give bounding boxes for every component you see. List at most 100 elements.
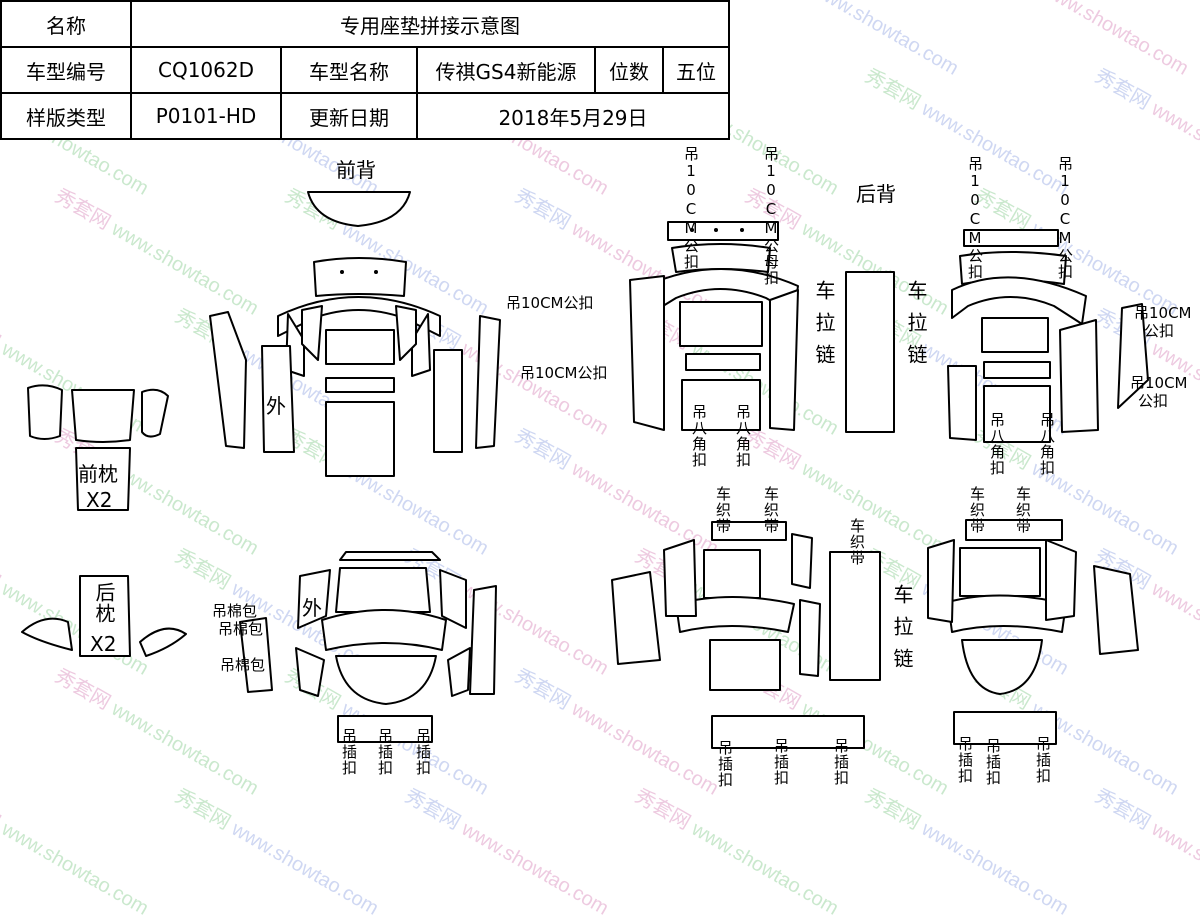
label-hang-insert-rear-4: 吊插扣 (956, 736, 974, 784)
label-front-pillow: 前枕 (78, 462, 118, 486)
label-hang-octagon-1: 吊八角扣 (690, 404, 708, 468)
label-rear-pillow: 后枕 (92, 582, 116, 624)
label-hang-10cm-side-1b: 公扣 (1144, 322, 1174, 340)
watermark-text: 秀套网 www.showtao.com (861, 780, 1076, 921)
rear-seat-middle-strap-panel (830, 552, 880, 680)
update-label: 更新日期 (281, 93, 417, 139)
front-seat-outer-right (470, 586, 496, 694)
front-back-outer-right-panel (434, 350, 462, 452)
watermark-text: 秀套网 www.showtao.com (1091, 780, 1200, 921)
watermark-text: 秀套网 www.showtao.com (0, 780, 155, 921)
rear-seat-middle-center (704, 550, 760, 598)
front-pillow-left-piece (28, 385, 62, 439)
label-hang-insert-rear-1: 吊插扣 (716, 740, 734, 788)
rear-back-middle-center (680, 302, 762, 346)
model-name-label: 车型名称 (281, 47, 417, 93)
front-pillow-center-piece (72, 390, 134, 442)
model-name-value: 传祺GS4新能源 (417, 47, 595, 93)
model-no-value: CQ1062D (131, 47, 281, 93)
name-label: 名称 (1, 1, 131, 47)
label-front-pillow-count: X2 (86, 488, 112, 512)
label-car-pull-chain-1: 车拉链 (812, 280, 836, 376)
label-car-strap-5: 车织带 (1014, 486, 1032, 534)
label-hang-octagon-4: 吊八角扣 (1038, 412, 1056, 476)
update-date-value: 2018年5月29日 (417, 93, 729, 139)
label-hang-10cm-rear-b: 吊10CM公扣 (966, 156, 984, 280)
label-hang-insert-rear-6: 吊插扣 (1034, 736, 1052, 784)
pattern-type-value: P0101-HD (131, 93, 281, 139)
rear-back-right-center (982, 318, 1048, 352)
label-hang-10cm-side-2b: 公扣 (1138, 392, 1168, 410)
label-hang-10cm-rear-c: 吊10CM公扣 (1056, 156, 1074, 280)
front-back-outer-left-long (210, 312, 246, 448)
label-car-pull-chain-2: 车拉链 (904, 280, 928, 376)
rear-back-middle-left (630, 276, 664, 430)
front-seat-center-piece (336, 568, 430, 612)
rear-seat-right-left (928, 540, 954, 622)
front-seat-bottom-piece (336, 656, 436, 704)
rear-pillow-left-piece (22, 619, 72, 650)
front-back-headrest-piece (314, 258, 406, 296)
label-hang-10cm-side-2a: 吊10CM (1130, 374, 1188, 392)
label-hang-cotton-bag-2: 吊棉包 (218, 620, 263, 638)
front-seat-left-lower (296, 648, 324, 696)
front-back-top-piece (308, 192, 410, 226)
info-table: 名称 专用座垫拼接示意图 车型编号 CQ1062D 车型名称 传祺GS4新能源 … (0, 0, 730, 140)
rear-back-right-left (948, 366, 976, 440)
label-hang-10cm-front-1: 吊10CM公扣 (506, 294, 594, 312)
pattern-type-label: 样版类型 (1, 93, 131, 139)
rear-seat-right-center (960, 548, 1040, 596)
front-back-center-mid (326, 378, 394, 392)
front-seat-ring-piece (322, 610, 446, 650)
front-seat-right-lower (448, 648, 470, 696)
label-hang-insert-front-1: 吊插扣 (340, 728, 358, 776)
label-hang-octagon-3: 吊八角扣 (988, 412, 1006, 476)
label-car-strap-3: 车织带 (848, 518, 866, 566)
watermark-text: 秀套网 www.showtao.com (401, 780, 616, 921)
rear-back-middle-band (686, 354, 760, 370)
label-front-back: 前背 (336, 158, 376, 182)
label-hang-insert-rear-3: 吊插扣 (832, 738, 850, 786)
label-hang-10cm-front-2: 吊10CM公扣 (520, 364, 608, 382)
rear-back-right-band (984, 362, 1050, 378)
rear-seat-right-outer (1094, 566, 1138, 654)
label-hang-insert-rear-2: 吊插扣 (772, 738, 790, 786)
label-rear-pillow-count: X2 (90, 632, 116, 656)
front-back-outer-right-long (476, 316, 500, 448)
model-no-label: 车型编号 (1, 47, 131, 93)
front-pillow-right-piece (142, 390, 168, 437)
label-hang-insert-rear-5: 吊插扣 (984, 738, 1002, 786)
label-hang-10cm-rear-a: 吊10CM公扣 (682, 146, 700, 270)
front-back-center-top (326, 330, 394, 364)
label-outer-front-back: 外 (266, 394, 286, 418)
rear-seat-middle-left (612, 572, 660, 664)
label-hang-10cm-female-rear: 吊10CM公母扣 (762, 146, 780, 286)
label-hang-insert-front-2: 吊插扣 (376, 728, 394, 776)
label-hang-cotton-bag-3: 吊棉包 (220, 656, 265, 674)
label-car-strap-2: 车织带 (762, 486, 780, 534)
rear-seat-middle-right-upper (792, 534, 812, 588)
seats-label: 位数 (595, 47, 663, 93)
rear-seat-right-bottom (962, 640, 1042, 694)
rear-pillow-right-piece (140, 629, 186, 656)
watermark-text: 秀套网 www.showtao.com (171, 780, 386, 921)
rear-seat-middle-left-upper (664, 540, 696, 616)
rear-seat-middle-bottom (710, 640, 780, 690)
label-car-strap-4: 车织带 (968, 486, 986, 534)
seats-value: 五位 (663, 47, 729, 93)
watermark-text: 秀套网 www.showtao.com (631, 780, 846, 921)
label-hang-octagon-2: 吊八角扣 (734, 404, 752, 468)
rear-back-middle-right (770, 290, 798, 430)
front-seat-top-frame (340, 552, 440, 560)
label-rear-back: 后背 (856, 182, 896, 206)
label-outer-front-seat: 外 (302, 596, 322, 620)
label-hang-10cm-side-1a: 吊10CM (1134, 304, 1192, 322)
front-back-center-low (326, 402, 394, 476)
label-hang-cotton-bag-1: 吊棉包 (212, 602, 257, 620)
label-car-pull-chain-3: 车拉链 (890, 584, 914, 680)
rear-seat-right-right (1046, 540, 1076, 620)
label-car-strap-1: 车织带 (714, 486, 732, 534)
rear-back-right-right (1060, 320, 1098, 432)
diagram-title: 专用座垫拼接示意图 (131, 1, 729, 47)
label-hang-insert-front-3: 吊插扣 (414, 728, 432, 776)
